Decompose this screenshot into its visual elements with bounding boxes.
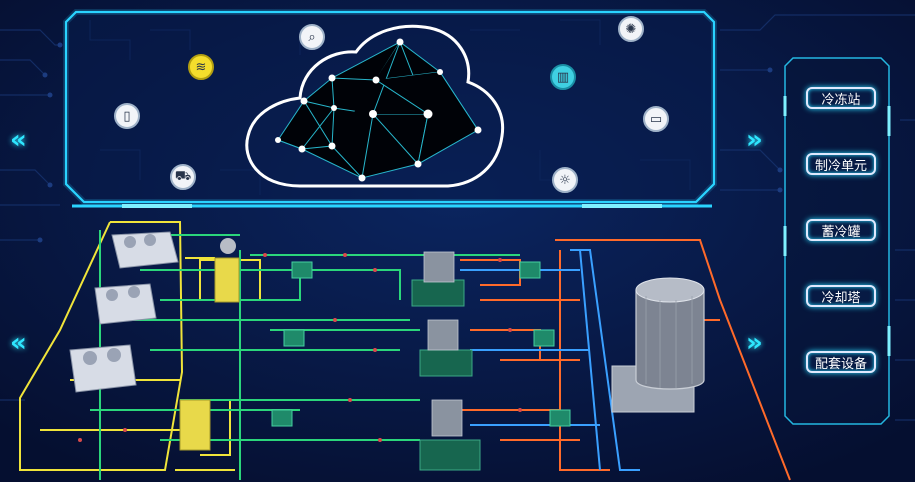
building-icon[interactable]: ▥: [550, 64, 576, 90]
settings-icon[interactable]: ✺: [618, 16, 644, 42]
car-icon[interactable]: ⛟: [170, 164, 196, 190]
menu-item-cooling-tower[interactable]: 冷却塔: [806, 285, 876, 307]
menu-item-refrigeration-unit[interactable]: 制冷单元: [806, 153, 876, 175]
database-icon[interactable]: ≋: [188, 54, 214, 80]
cloud-network-diagram: [245, 24, 505, 188]
search-icon[interactable]: ⌕: [299, 24, 325, 50]
next-arrow-top[interactable]: »: [746, 125, 763, 155]
next-arrow-bottom[interactable]: »: [746, 328, 763, 358]
menu-item-refrigeration-station[interactable]: 冷冻站: [806, 87, 876, 109]
monitor-icon[interactable]: ▭: [643, 106, 669, 132]
prev-arrow-bottom[interactable]: «: [10, 328, 27, 358]
chiller-plant-diagram: [19, 221, 791, 481]
menu-item-cold-storage-tank[interactable]: 蓄冷罐: [806, 219, 876, 241]
mobile-icon[interactable]: ▯: [114, 103, 140, 129]
prev-arrow-top[interactable]: «: [10, 125, 27, 155]
menu-item-auxiliary-equipment[interactable]: 配套设备: [806, 351, 876, 373]
lightbulb-icon[interactable]: ☼: [552, 167, 578, 193]
menu-panel: [783, 57, 891, 425]
